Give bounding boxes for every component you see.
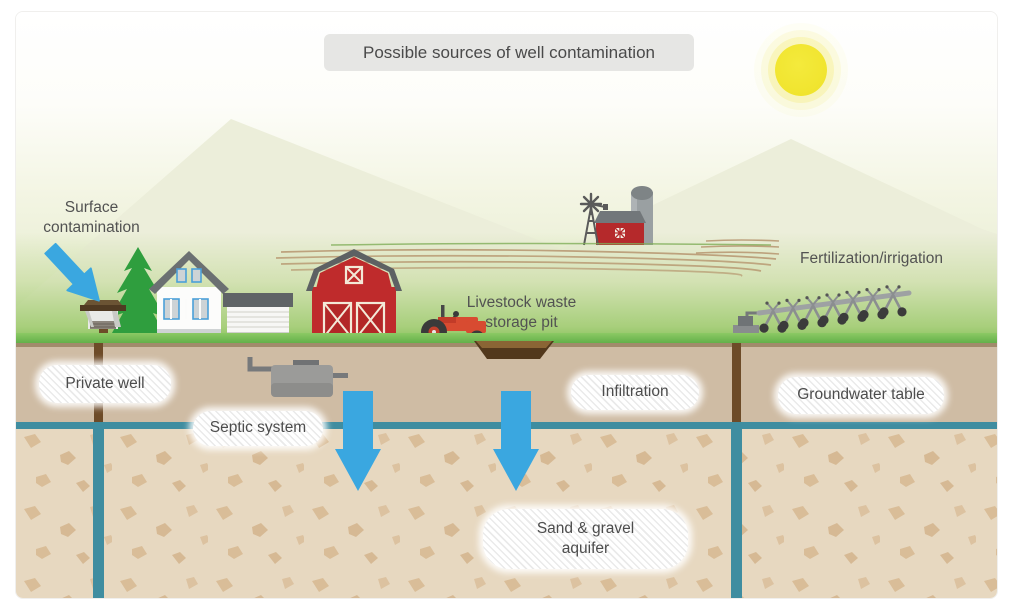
- surface-contamination-label: Surface contamination: [43, 199, 140, 236]
- diagonal-arrow-icon: [44, 242, 100, 302]
- farmstead-icon: [579, 186, 653, 246]
- private-well-label: Private well: [39, 365, 171, 403]
- septic-system-label: Septic system: [193, 411, 323, 446]
- down-arrow-icon pit-seepage-arrow: [493, 391, 539, 491]
- irrigation-well-casing: [731, 422, 742, 598]
- title-box: Possible sources of well contamination: [324, 34, 694, 71]
- barn-icon: [306, 249, 402, 339]
- windmill-icon: [579, 192, 608, 246]
- diagram-title: Possible sources of well contamination: [363, 42, 655, 62]
- scene: Surface contamination Livestock waste st…: [15, 11, 998, 599]
- distant-barn-icon: [594, 211, 646, 245]
- groundwater-table-label: Groundwater table: [778, 377, 944, 414]
- septic-tank-icon: [247, 357, 348, 397]
- pine-tree-icon: [107, 247, 169, 342]
- irrigation-well-pipe: [732, 343, 741, 422]
- livestock-pit-icon: [474, 341, 554, 359]
- infiltration-label: Infiltration: [571, 375, 699, 410]
- private-well-casing: [93, 422, 104, 598]
- fertilization-label: Fertilization/irrigation: [800, 250, 943, 267]
- irrigation-rig-icon: [733, 285, 912, 335]
- livestock-waste-label: Livestock waste storage pit: [466, 294, 577, 331]
- house-icon: [149, 251, 229, 335]
- garage-icon: [223, 293, 293, 336]
- sun-icon: [775, 44, 827, 96]
- down-arrow-icon septic-seepage-arrow: [335, 391, 381, 491]
